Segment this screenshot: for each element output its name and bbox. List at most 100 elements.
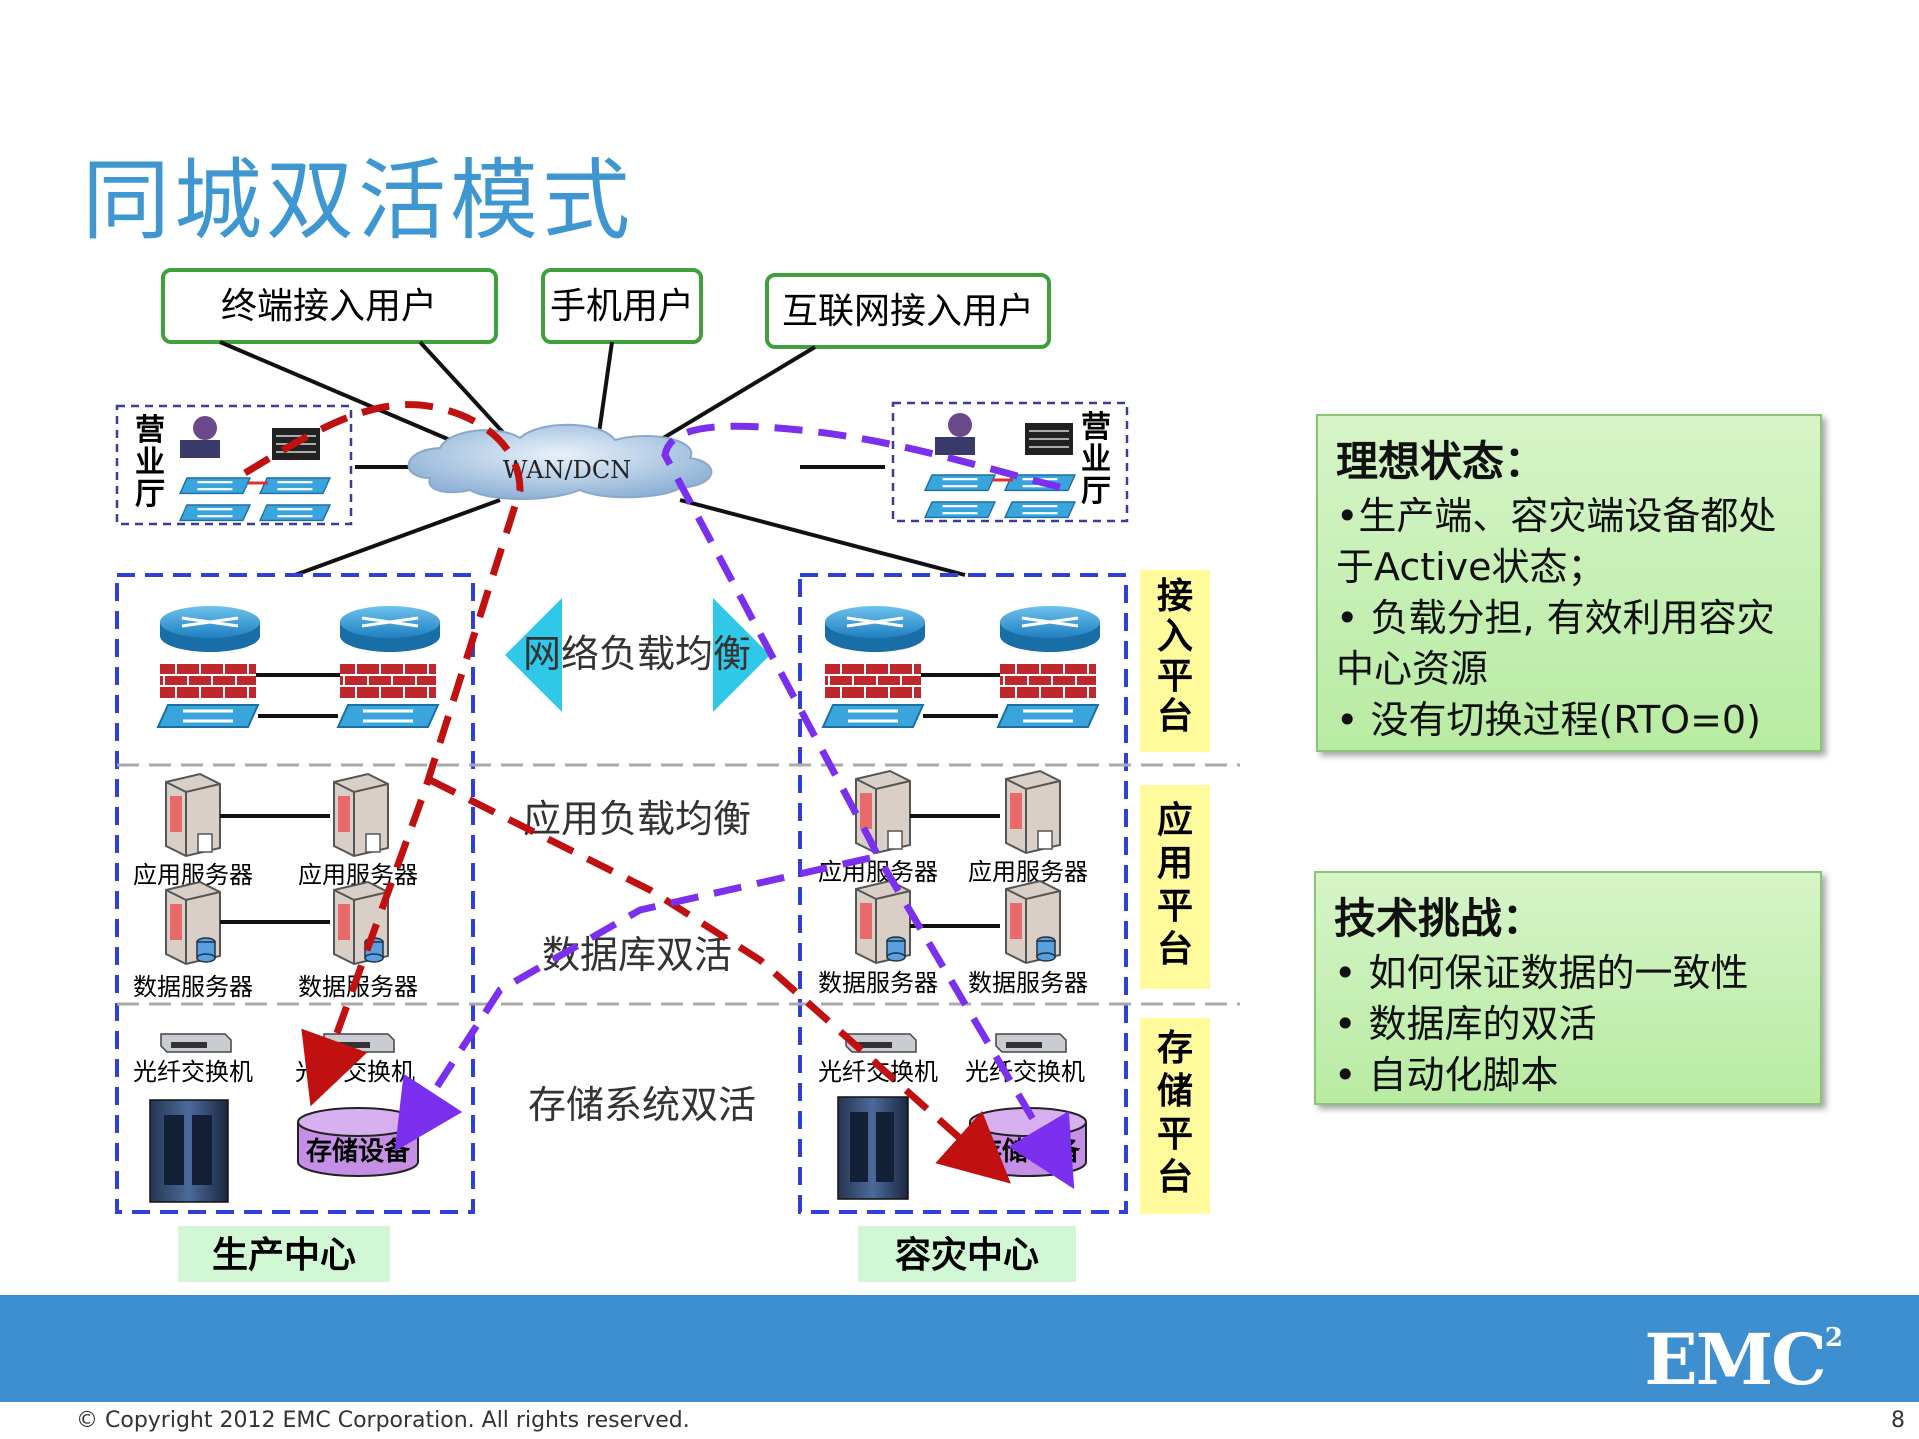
firewall-icon <box>339 663 437 699</box>
ideal-state-heading: 理想状态： <box>1336 437 1547 486</box>
branch-right-char-2: 业 <box>1081 442 1111 477</box>
storage-device-icon: 存储设备 <box>297 1107 419 1177</box>
branch-left-char-3: 厅 <box>135 477 165 512</box>
db-server-icon <box>333 881 389 965</box>
user-terminal-box: 终端接入用户 <box>161 268 498 344</box>
switch-icon <box>923 500 997 519</box>
production-center-frame <box>115 573 475 1214</box>
app-server-icon <box>333 773 389 857</box>
switch-icon <box>336 703 440 729</box>
layer-label-app: 应 用 平 台 <box>1140 785 1210 989</box>
user-mobile-box: 手机用户 <box>541 268 703 344</box>
switch-icon <box>1003 500 1077 519</box>
switch-icon <box>258 476 332 495</box>
page-number: 8 <box>1891 1408 1905 1433</box>
teller-icon <box>180 416 220 458</box>
user-internet-label: 互联网接入用户 <box>782 291 1034 332</box>
svg-text:平: 平 <box>1157 655 1193 697</box>
red-data-path <box>243 401 1011 1184</box>
svg-text:储: 储 <box>1157 1070 1193 1112</box>
svg-text:台: 台 <box>1157 695 1193 737</box>
ideal-state-item: • 负载分担, 有效利用容灾中心资源 <box>1336 596 1775 691</box>
purple-data-path <box>394 422 1075 1190</box>
branch-left-char-2: 业 <box>135 445 165 480</box>
router-icon <box>998 604 1102 654</box>
storage-array-icon <box>149 1099 229 1203</box>
fc-switch-label: 光纤交换机 <box>295 1058 415 1086</box>
tech-challenge-box: 技术挑战： • 如何保证数据的一致性 • 数据库的双活 • 自动化脚本 <box>1314 871 1822 1105</box>
firewall-icon <box>999 663 1097 699</box>
switch-icon <box>923 473 997 492</box>
firewall-icon <box>159 663 257 699</box>
wan-label: WAN/DCN <box>503 456 632 484</box>
db-server-label: 数据服务器 <box>968 969 1088 997</box>
copyright-text: © Copyright 2012 EMC Corporation. All ri… <box>76 1408 690 1433</box>
router-icon <box>158 604 262 654</box>
branch-office-left: 营 业 厅 <box>115 404 353 526</box>
arrow-left-icon <box>505 598 562 712</box>
user-terminal-label: 终端接入用户 <box>221 286 437 327</box>
db-server-icon <box>855 880 911 964</box>
network-lb-label: 网络负载均衡 <box>523 632 751 676</box>
svg-text:台: 台 <box>1157 928 1193 970</box>
user-mobile-label: 手机用户 <box>550 286 694 327</box>
architecture-diagram: 终端接入用户 手机用户 互联网接入用户 WAN/DCN 营 业 厅 <box>115 268 1240 1282</box>
fc-switch-icon <box>160 1033 232 1053</box>
switch-icon <box>996 703 1100 729</box>
db-server-label: 数据服务器 <box>818 969 938 997</box>
fc-switch-icon <box>323 1033 395 1053</box>
router-icon <box>338 604 442 654</box>
network-lb-arrows: 网络负载均衡 <box>505 598 770 712</box>
branch-left-char-1: 营 <box>135 413 165 448</box>
switch-icon <box>156 703 260 729</box>
switch-icon <box>178 476 252 495</box>
app-server-icon <box>165 773 221 857</box>
storage-device-label: 存储设备 <box>306 1136 411 1167</box>
layer-label-storage: 存 储 平 台 <box>1140 1018 1210 1214</box>
teller-icon <box>935 413 975 455</box>
app-server-label: 应用服务器 <box>818 858 938 886</box>
router-icon <box>823 604 927 654</box>
atm-icon <box>1025 423 1073 455</box>
dr-center-label: 容灾中心 <box>858 1226 1076 1282</box>
slide-title: 同城双活模式 <box>82 149 635 252</box>
svg-text:平: 平 <box>1157 1113 1193 1155</box>
user-internet-box: 互联网接入用户 <box>765 273 1051 349</box>
svg-text:接: 接 <box>1157 575 1193 617</box>
arrow-right-icon <box>713 598 770 712</box>
app-server-label: 应用服务器 <box>968 858 1088 886</box>
production-access-devices <box>156 604 442 729</box>
production-center-label: 生产中心 <box>178 1226 390 1282</box>
layer-label-access: 接 入 平 台 <box>1140 570 1210 752</box>
dr-access-devices <box>821 604 1102 729</box>
dr-app-devices: 应用服务器 应用服务器 数据服务器 数据服务器 <box>818 770 1088 997</box>
storage-array-icon <box>837 1096 909 1200</box>
footer-band <box>0 1295 1919 1402</box>
db-active-label: 数据库双活 <box>542 933 732 977</box>
svg-text:入: 入 <box>1157 615 1193 657</box>
db-server-icon <box>165 881 221 965</box>
svg-text:平: 平 <box>1157 885 1193 927</box>
branch-office-right: 营 业 厅 <box>891 401 1129 523</box>
tech-challenge-item: • 自动化脚本 <box>1334 1053 1559 1097</box>
switch-icon <box>821 703 925 729</box>
fc-switch-label: 光纤交换机 <box>133 1058 253 1086</box>
ideal-state-item: • 没有切换过程(RTO=0) <box>1336 698 1761 742</box>
svg-text:应: 应 <box>1157 799 1193 841</box>
db-server-icon <box>1005 880 1061 964</box>
ideal-state-box: 理想状态： •生产端、容灾端设备都处于Active状态； • 负载分担, 有效利… <box>1316 414 1822 752</box>
app-server-icon <box>855 770 911 854</box>
db-server-label: 数据服务器 <box>133 973 253 1001</box>
svg-text:容灾中心: 容灾中心 <box>895 1234 1039 1276</box>
svg-text:用: 用 <box>1157 842 1193 884</box>
tech-challenge-heading: 技术挑战： <box>1334 894 1545 943</box>
switch-icon <box>178 503 252 522</box>
branch-right-char-1: 营 <box>1081 410 1111 445</box>
svg-text:存: 存 <box>1157 1027 1193 1069</box>
wan-connection-lines <box>219 340 966 577</box>
switch-icon <box>258 503 332 522</box>
emc-logo-text: EMC <box>1644 1318 1827 1401</box>
storage-active-label: 存储系统双活 <box>528 1083 756 1127</box>
wan-cloud: WAN/DCN <box>407 423 713 500</box>
app-server-icon <box>1005 770 1061 854</box>
